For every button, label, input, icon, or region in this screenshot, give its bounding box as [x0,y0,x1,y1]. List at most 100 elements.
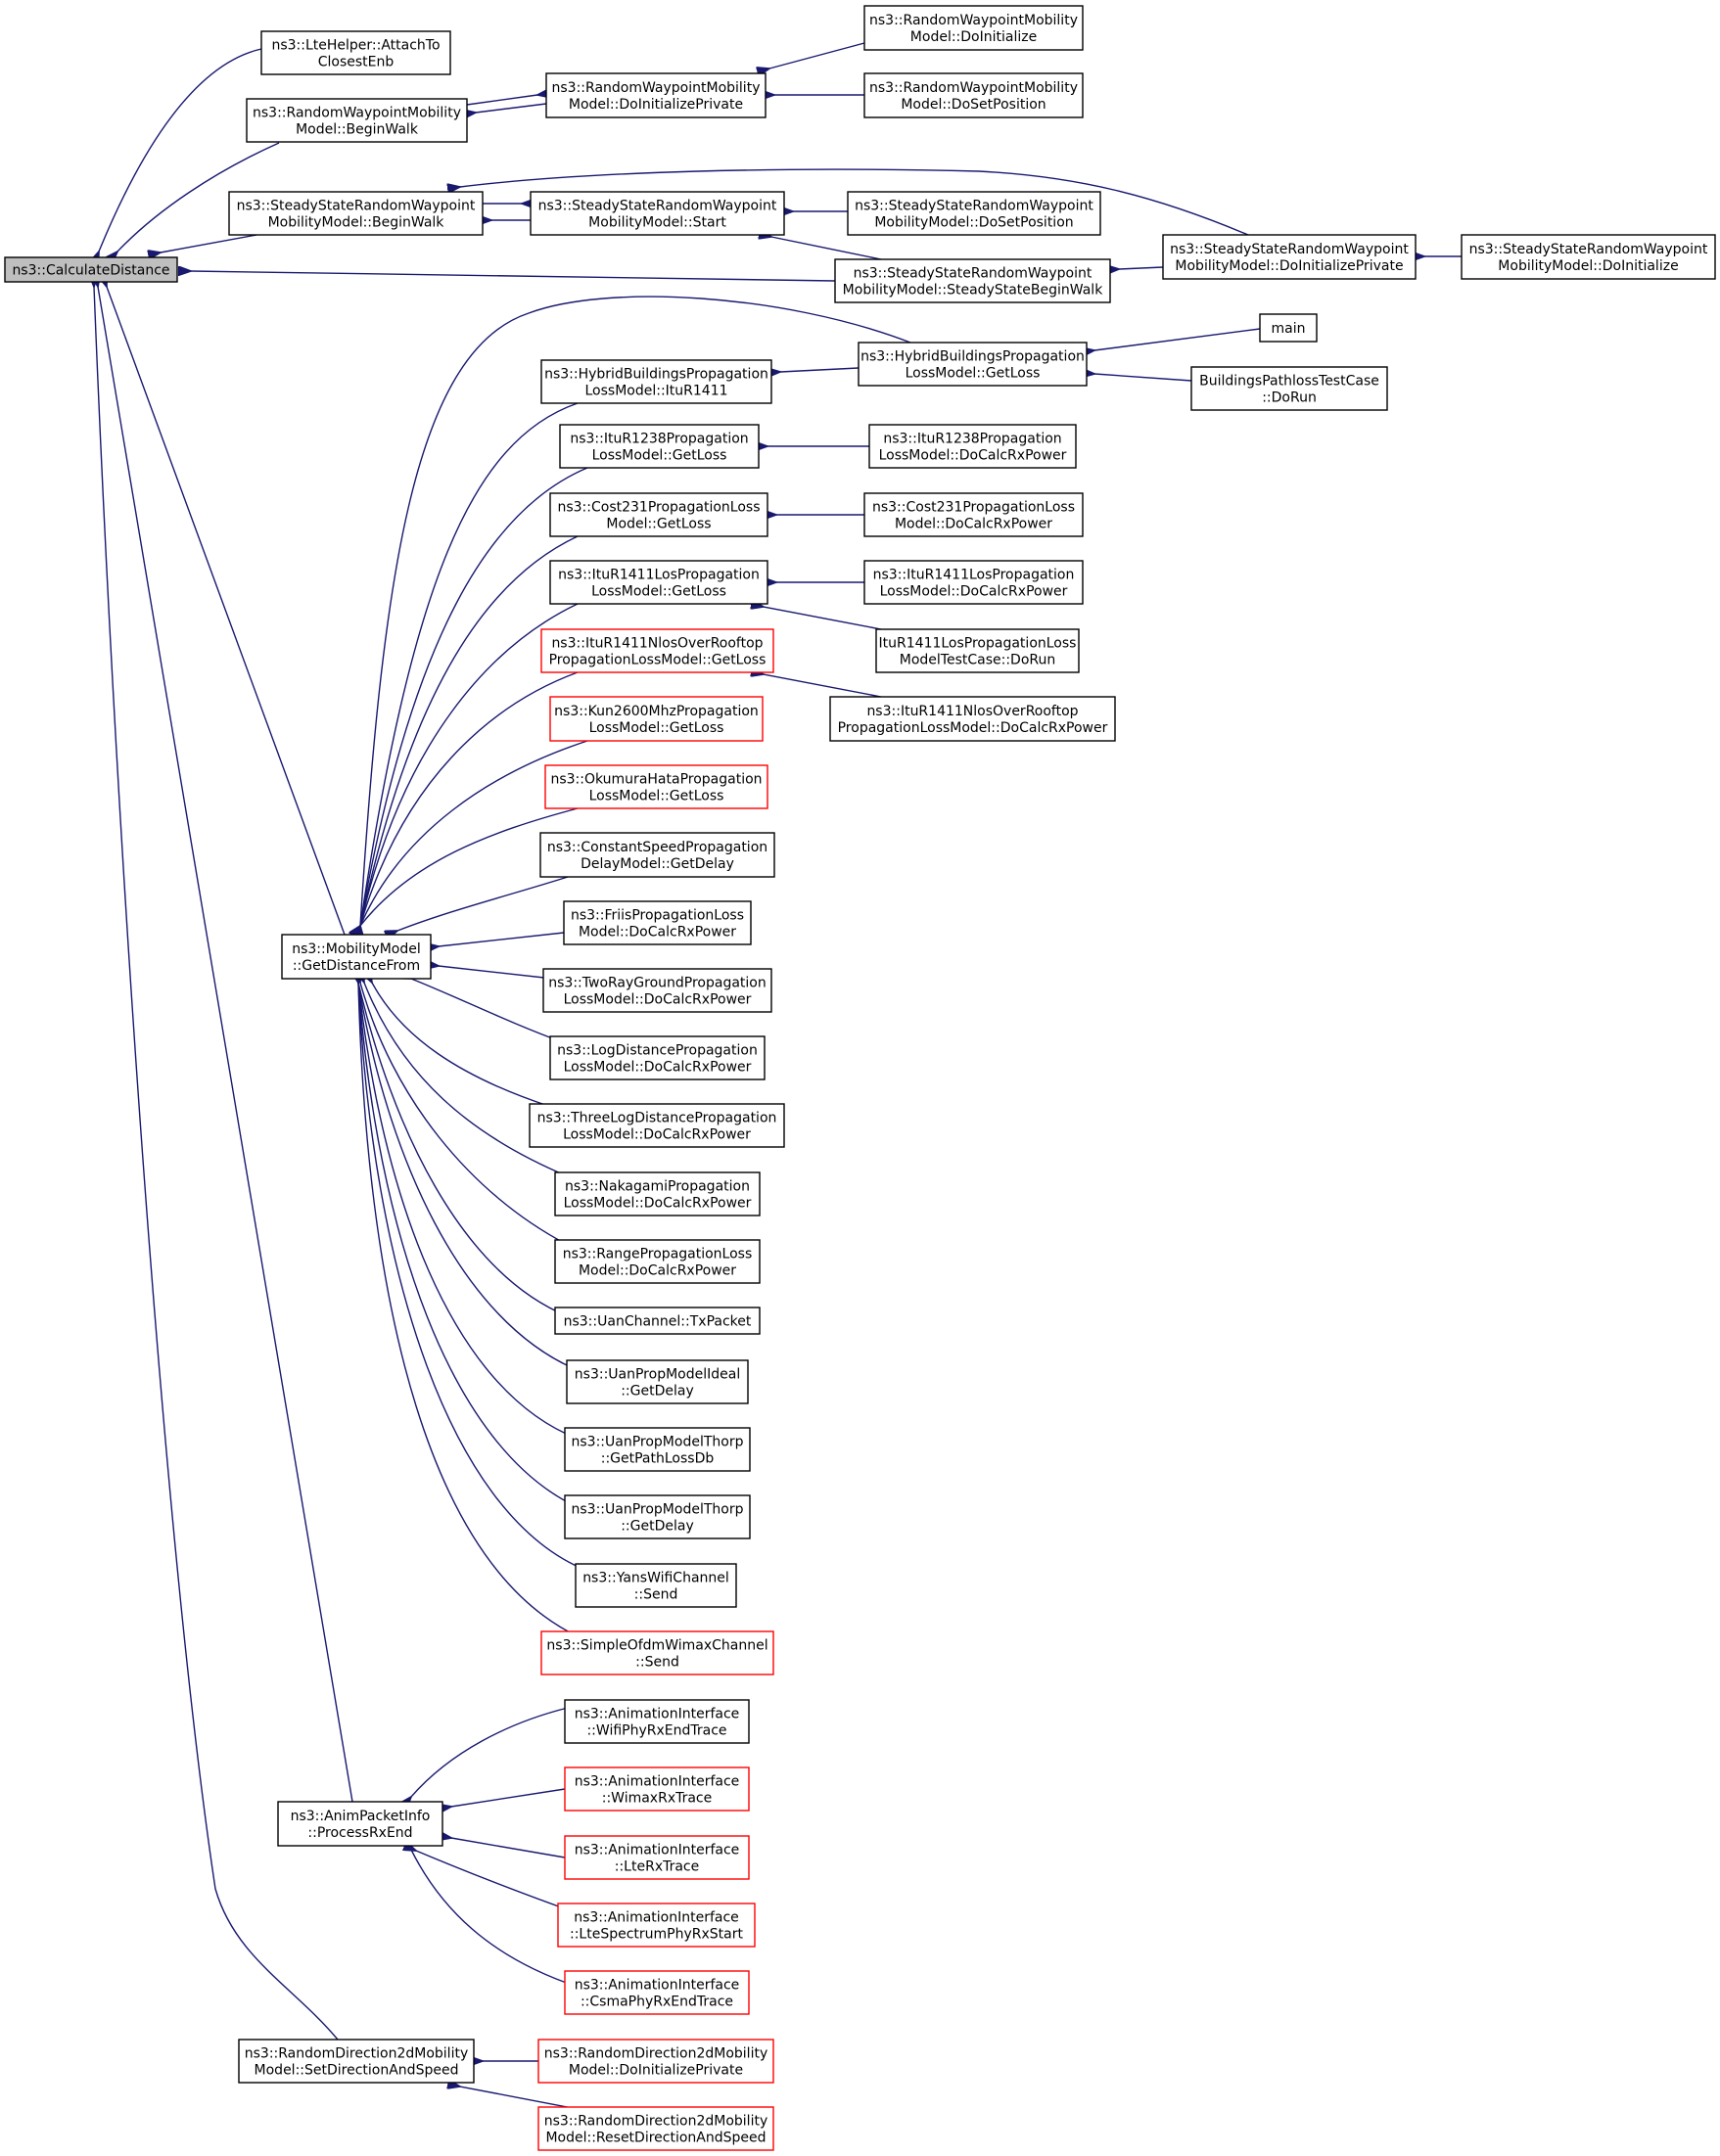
node-label-line: LossModel::DoCalcRxPower [564,1060,752,1076]
node-box [544,764,768,809]
node-ai-ltespec[interactable]: ns3::AnimationInterface::LteSpectrumPhyR… [557,1903,756,1948]
node-box [834,258,1111,303]
node-kun-getloss[interactable]: ns3::Kun2600MhzPropagationLossModel::Get… [549,696,764,742]
node-main[interactable]: main [1259,313,1318,343]
node-mm-getdist[interactable]: ns3::MobilityModel::GetDistanceFrom [281,934,432,980]
edge-rd_setdir-to-calc [94,287,339,2041]
node-rw-dosetpos[interactable]: ns3::RandomWaypointMobilityModel::DoSetP… [863,72,1084,118]
node-label-line: ns3::NakagamiPropagation [565,1179,750,1195]
node-label-line: ns3::ItuR1411NlosOverRooftop [551,636,763,652]
node-logdist[interactable]: ns3::LogDistancePropagationLossModel::Do… [549,1035,766,1080]
edge-ai_ltespec-to-api_process [416,1851,579,1914]
node-box [863,492,1084,537]
node-ai-wimax[interactable]: ns3::AnimationInterface::WimaxRxTrace [564,1766,750,1812]
node-label-line: ::GetDistanceFrom [293,958,420,974]
node-label-line: ns3::RandomWaypointMobility [552,80,761,96]
node-box [564,1494,751,1539]
node-tworay[interactable]: ns3::TwoRayGroundPropagationLossModel::D… [542,968,772,1013]
node-ai-wifi[interactable]: ns3::AnimationInterface::WifiPhyRxEndTra… [564,1699,750,1744]
node-uan-thorp-pl[interactable]: ns3::UanPropModelThorp::GetPathLossDb [564,1427,751,1472]
node-label-line: ns3::AnimationInterface [574,1910,739,1926]
node-box [858,342,1088,387]
node-itu1411los-test[interactable]: ItuR1411LosPropagationLossModelTestCase:… [875,628,1080,673]
node-hb-itu[interactable]: ns3::HybridBuildingsPropagationLossModel… [540,359,772,404]
node-csp-getdelay[interactable]: ns3::ConstantSpeedPropagationDelayModel:… [539,832,775,878]
node-rw-begin[interactable]: ns3::RandomWaypointMobilityModel::BeginW… [246,98,468,143]
node-box [4,256,178,283]
node-ss-dosetpos[interactable]: ns3::SteadyStateRandomWaypointMobilityMo… [847,191,1101,236]
node-label-line: ::WimaxRxTrace [602,1791,713,1807]
node-itu1238-getloss[interactable]: ns3::ItuR1238PropagationLossModel::GetLo… [559,424,760,469]
node-ofdm-send[interactable]: ns3::SimpleOfdmWimaxChannel::Send [540,1630,774,1675]
node-label-line: Model::DoCalcRxPower [579,1263,736,1279]
node-label-line: ::WifiPhyRxEndTrace [586,1723,726,1739]
node-ai-csma[interactable]: ns3::AnimationInterface::CsmaPhyRxEndTra… [564,1970,750,2015]
node-box [277,1801,443,1847]
node-label-line: DelayModel::GetDelay [581,856,734,872]
node-box [549,1035,766,1080]
node-itu1411los-calc[interactable]: ns3::ItuR1411LosPropagationLossModel::Do… [863,560,1084,605]
node-ss-begin[interactable]: ns3::SteadyStateRandomWaypointMobilityMo… [228,191,484,236]
node-label-line: Model::SetDirectionAndSpeed [255,2063,459,2079]
node-itu1411nlos-calc[interactable]: ns3::ItuR1411NlosOverRooftopPropagationL… [829,696,1116,742]
node-box [829,696,1116,742]
node-uan-thorp-delay[interactable]: ns3::UanPropModelThorp::GetDelay [564,1494,751,1539]
node-box [564,1766,750,1812]
edge-ss_ssbegin-to-calc [191,271,836,282]
node-bp-dorun[interactable]: BuildingsPathlossTestCase::DoRun [1190,366,1388,411]
node-hb-getloss[interactable]: ns3::HybridBuildingsPropagationLossModel… [858,342,1088,387]
node-label-line: ns3::ItuR1411LosPropagation [873,568,1075,583]
edge-lte_attach-to-calc [99,48,262,252]
node-friis[interactable]: ns3::FriisPropagationLossModel::DoCalcRx… [563,900,752,945]
node-calc[interactable]: ns3::CalculateDistance [4,256,178,283]
node-api-process[interactable]: ns3::AnimPacketInfo::ProcessRxEnd [277,1801,443,1847]
node-rd-doinitpriv[interactable]: ns3::RandomDirection2dMobilityModel::DoI… [537,2039,774,2084]
node-label-line: LossModel::DoCalcRxPower [564,1196,752,1212]
edge-csp_getdelay-to-mm_getdist [397,876,569,931]
node-itu1411nlos-getloss[interactable]: ns3::ItuR1411NlosOverRooftopPropagationL… [540,628,774,673]
node-label-line: Model::ResetDirectionAndSpeed [545,2131,766,2146]
node-cost231-getloss[interactable]: ns3::Cost231PropagationLossModel::GetLos… [549,492,768,537]
edge-uan_ideal-to-mm_getdist [358,983,579,1371]
node-itu1411los-getloss[interactable]: ns3::ItuR1411LosPropagationLossModel::Ge… [549,560,768,605]
node-label-line: ns3::RangePropagationLoss [563,1247,753,1262]
edge-rw_doinit-to-rw_doinitpriv [769,42,865,69]
node-range[interactable]: ns3::RangePropagationLossModel::DoCalcRx… [554,1239,761,1284]
node-rw-doinit[interactable]: ns3::RandomWaypointMobilityModel::DoInit… [863,5,1084,51]
node-label-line: ns3::SteadyStateRandomWaypoint [1170,242,1409,257]
node-cost231-calc[interactable]: ns3::Cost231PropagationLossModel::DoCalc… [863,492,1084,537]
node-label-line: ns3::AnimationInterface [575,1707,740,1722]
node-ai-lte[interactable]: ns3::AnimationInterface::LteRxTrace [564,1835,750,1880]
node-okumura-getloss[interactable]: ns3::OkumuraHataPropagationLossModel::Ge… [544,764,768,809]
node-label-line: Model::DoCalcRxPower [579,925,736,940]
node-label-line: LossModel::GetLoss [589,720,724,736]
node-ss-ssbegin[interactable]: ns3::SteadyStateRandomWaypointMobilityMo… [834,258,1111,303]
node-box [246,98,468,143]
node-rw-doinitpriv[interactable]: ns3::RandomWaypointMobilityModel::DoInit… [545,72,767,118]
node-rd-setdir[interactable]: ns3::RandomDirection2dMobilityModel::Set… [238,2039,475,2084]
node-itu1238-calc[interactable]: ns3::ItuR1238PropagationLossModel::DoCal… [868,424,1077,469]
node-label-line: MobilityModel::DoInitializePrivate [1175,258,1403,274]
node-box [540,1630,774,1675]
node-box [540,628,774,673]
node-rd-reset[interactable]: ns3::RandomDirection2dMobilityModel::Res… [537,2106,774,2151]
node-ss-start[interactable]: ns3::SteadyStateRandomWaypointMobilityMo… [530,191,785,236]
node-label-line: ns3::RandomWaypointMobility [869,13,1078,28]
node-label-line: ns3::SteadyStateRandomWaypoint [855,199,1093,214]
node-label-line: Model::DoSetPosition [901,97,1046,113]
node-ss-doinit[interactable]: ns3::SteadyStateRandomWaypointMobilityMo… [1461,234,1716,280]
node-uan-ideal[interactable]: ns3::UanPropModelIdeal::GetDelay [566,1359,749,1404]
edge-ai_wimax-to-api_process [451,1788,566,1807]
node-yans-send[interactable]: ns3::YansWifiChannel::Send [575,1563,737,1608]
node-uan-tx[interactable]: ns3::UanChannel::TxPacket [554,1307,761,1335]
node-label-line: ns3::SteadyStateRandomWaypoint [538,199,777,214]
node-label-line: LossModel::ItuR1411 [584,384,727,399]
node-label-line: ::Send [635,1655,679,1671]
node-nakagami[interactable]: ns3::NakagamiPropagationLossModel::DoCal… [554,1171,761,1216]
node-label-line: Model::DoInitializePrivate [569,2063,743,2079]
node-ss-doinitpriv[interactable]: ns3::SteadyStateRandomWaypointMobilityMo… [1162,234,1417,280]
node-threelog[interactable]: ns3::ThreeLogDistancePropagationLossMode… [529,1103,785,1148]
node-box [542,968,772,1013]
